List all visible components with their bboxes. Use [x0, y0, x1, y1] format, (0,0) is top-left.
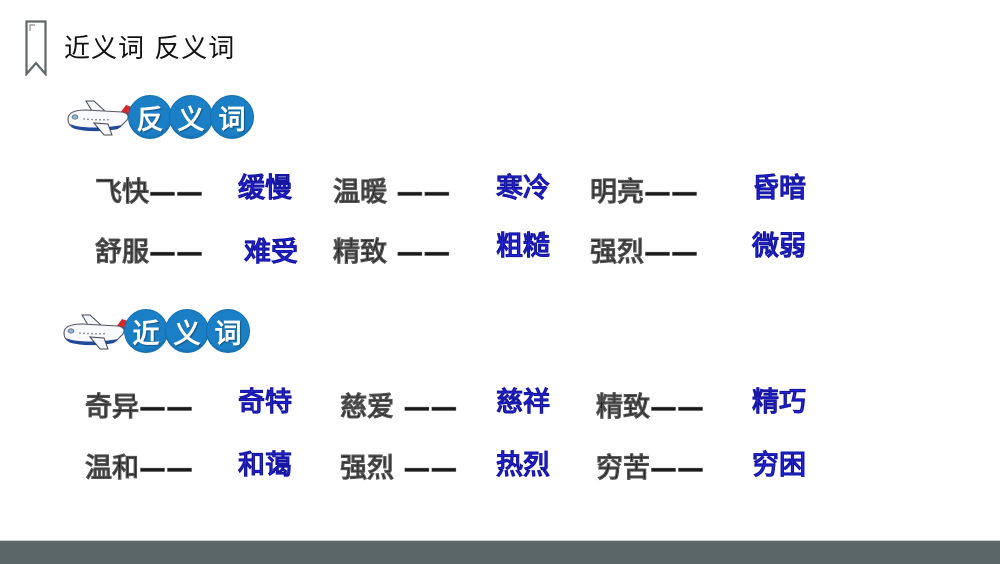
antonym-term: 舒服—— — [95, 237, 203, 268]
antonym-answer: 寒冷 — [496, 173, 550, 204]
bookmark-icon — [25, 20, 47, 76]
synonyms-badge: 近 义 词 — [60, 307, 260, 357]
synonym-term: 奇异—— — [85, 392, 193, 423]
airplane-icon — [63, 314, 128, 350]
antonym-term: 温暖 —— — [333, 177, 451, 208]
synonym-answer: 和蔼 — [238, 450, 292, 481]
antonym-term: 精致 —— — [333, 237, 451, 268]
page-title: 近义词 反义词 — [64, 34, 236, 64]
antonym-answer: 难受 — [244, 237, 298, 268]
badge-circles: 近 义 词 — [124, 309, 250, 353]
footer-bar — [0, 540, 1000, 564]
synonym-term: 精致—— — [596, 392, 704, 423]
antonym-term: 飞快—— — [95, 177, 203, 208]
synonym-term: 强烈 —— — [340, 453, 458, 484]
antonym-term: 明亮—— — [590, 177, 698, 208]
synonym-term: 穷苦—— — [596, 453, 704, 484]
synonym-answer: 穷困 — [752, 450, 806, 481]
antonym-answer: 微弱 — [752, 231, 806, 262]
synonym-answer: 慈祥 — [496, 387, 550, 418]
antonym-answer: 粗糙 — [496, 231, 550, 262]
antonyms-badge: 反 义 词 — [64, 93, 264, 143]
synonym-answer: 奇特 — [238, 387, 292, 418]
badge-char: 义 — [165, 309, 209, 353]
airplane-icon — [67, 100, 132, 136]
synonym-term: 慈爱 —— — [340, 392, 458, 423]
badge-char: 词 — [206, 309, 250, 353]
synonym-answer: 热烈 — [496, 450, 550, 481]
synonym-answer: 精巧 — [752, 387, 806, 418]
badge-char: 反 — [128, 95, 172, 139]
badge-char: 义 — [169, 95, 213, 139]
antonym-answer: 昏暗 — [752, 173, 806, 204]
badge-circles: 反 义 词 — [128, 95, 254, 139]
badge-char: 词 — [210, 95, 254, 139]
badge-char: 近 — [124, 309, 168, 353]
antonym-term: 强烈—— — [590, 237, 698, 268]
antonym-answer: 缓慢 — [238, 173, 292, 204]
synonym-term: 温和—— — [85, 453, 193, 484]
